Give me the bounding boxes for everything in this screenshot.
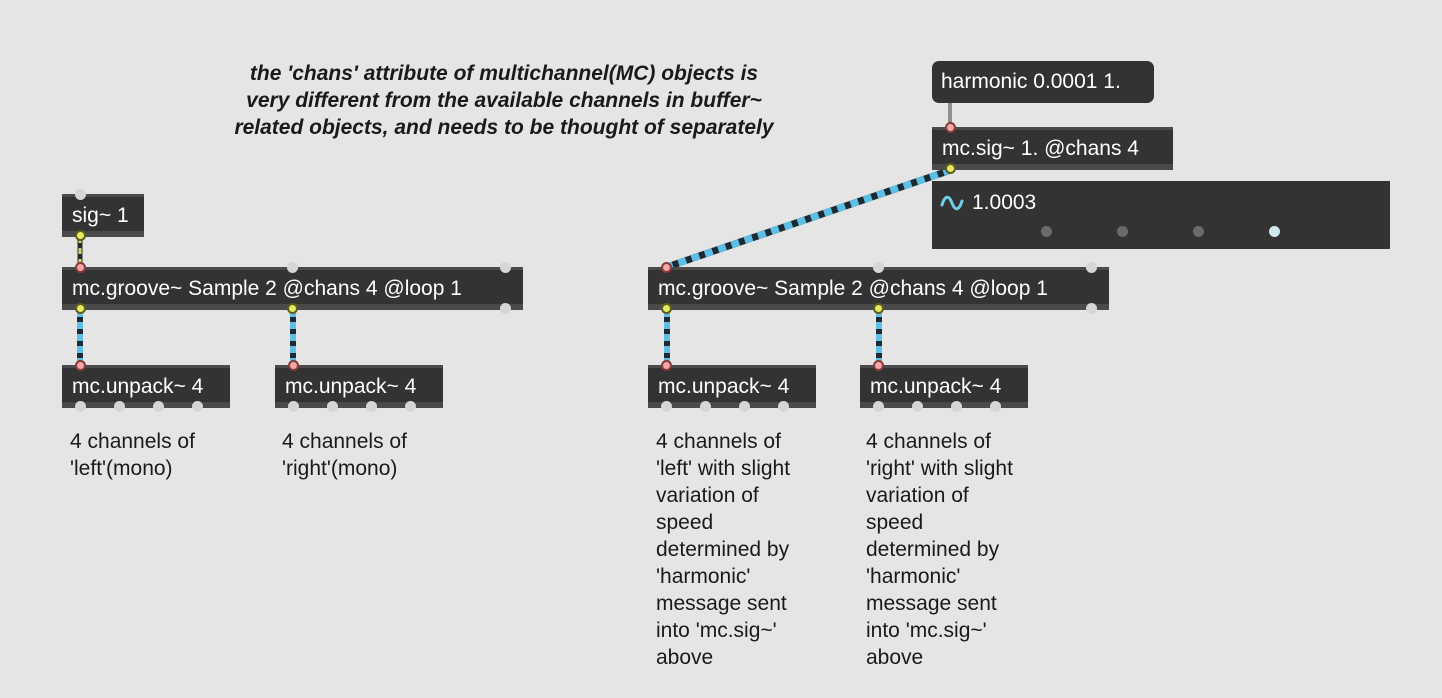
channel-indicator xyxy=(1193,226,1204,237)
outlet[interactable] xyxy=(873,401,884,412)
outlet[interactable] xyxy=(873,303,884,314)
outlet[interactable] xyxy=(153,401,164,412)
outlet[interactable] xyxy=(778,401,789,412)
outlet[interactable] xyxy=(945,163,956,174)
outlet[interactable] xyxy=(951,401,962,412)
outlet[interactable] xyxy=(114,401,125,412)
outlet[interactable] xyxy=(700,401,711,412)
outlet[interactable] xyxy=(366,401,377,412)
object-mc-unpack-3[interactable]: mc.unpack~ 4 xyxy=(648,365,816,408)
signal-value: 1.0003 xyxy=(972,191,1037,214)
inlet[interactable] xyxy=(661,360,672,371)
object-mc-unpack-2-label: mc.unpack~ 4 xyxy=(285,374,417,398)
channel-indicator xyxy=(1041,226,1052,237)
outlet[interactable] xyxy=(990,401,1001,412)
object-mc-groove-left-label: mc.groove~ Sample 2 @chans 4 @loop 1 xyxy=(72,276,462,300)
mc-signal-display: 1.0003 xyxy=(932,181,1390,249)
object-mc-unpack-1-label: mc.unpack~ 4 xyxy=(72,374,204,398)
outlet[interactable] xyxy=(661,303,672,314)
inlet[interactable] xyxy=(873,262,884,273)
note-right-mono: 4 channels of 'right'(mono) xyxy=(282,430,407,480)
outlet[interactable] xyxy=(75,230,86,241)
object-mc-sig[interactable]: mc.sig~ 1. @chans 4 xyxy=(932,127,1173,170)
object-mc-unpack-3-label: mc.unpack~ 4 xyxy=(658,374,790,398)
note-left-mono: 4 channels of 'left'(mono) xyxy=(70,430,195,480)
outlet[interactable] xyxy=(912,401,923,412)
message-harmonic[interactable]: harmonic 0.0001 1. xyxy=(932,61,1154,103)
outlet[interactable] xyxy=(405,401,416,412)
object-mc-unpack-4[interactable]: mc.unpack~ 4 xyxy=(860,365,1028,408)
inlet[interactable] xyxy=(1086,262,1097,273)
outlet[interactable] xyxy=(1086,303,1097,314)
signal-wave-icon xyxy=(940,195,964,211)
note-left-variation: 4 channels of 'left' with slight variati… xyxy=(656,430,791,669)
inlet[interactable] xyxy=(661,262,672,273)
object-mc-unpack-2[interactable]: mc.unpack~ 4 xyxy=(275,365,443,408)
object-mc-groove-right-label: mc.groove~ Sample 2 @chans 4 @loop 1 xyxy=(658,276,1048,300)
outlet[interactable] xyxy=(192,401,203,412)
inlet[interactable] xyxy=(287,262,298,273)
patch-cord-mc-diagonal[interactable] xyxy=(665,166,953,271)
channel-indicator-active xyxy=(1269,226,1280,237)
inlet[interactable] xyxy=(75,262,86,273)
outlet[interactable] xyxy=(500,303,511,314)
object-mc-unpack-4-label: mc.unpack~ 4 xyxy=(870,374,1002,398)
object-mc-unpack-1[interactable]: mc.unpack~ 4 xyxy=(62,365,230,408)
object-sig[interactable]: sig~ 1 xyxy=(62,194,144,237)
outlet[interactable] xyxy=(287,303,298,314)
note-right-variation: 4 channels of 'right' with slight variat… xyxy=(866,430,1013,669)
outlet[interactable] xyxy=(288,401,299,412)
outlet[interactable] xyxy=(327,401,338,412)
outlet[interactable] xyxy=(661,401,672,412)
inlet[interactable] xyxy=(75,189,86,200)
inlet[interactable] xyxy=(75,360,86,371)
inlet[interactable] xyxy=(500,262,511,273)
outlet[interactable] xyxy=(739,401,750,412)
channel-indicator xyxy=(1117,226,1128,237)
inlet[interactable] xyxy=(288,360,299,371)
outlet[interactable] xyxy=(75,401,86,412)
message-harmonic-label: harmonic 0.0001 1. xyxy=(941,70,1121,93)
comment-chans-attribute: the 'chans' attribute of multichannel(MC… xyxy=(234,62,774,139)
inlet[interactable] xyxy=(873,360,884,371)
object-sig-label: sig~ 1 xyxy=(72,203,129,227)
object-mc-sig-label: mc.sig~ 1. @chans 4 xyxy=(942,136,1139,160)
inlet[interactable] xyxy=(945,122,956,133)
outlet[interactable] xyxy=(75,303,86,314)
